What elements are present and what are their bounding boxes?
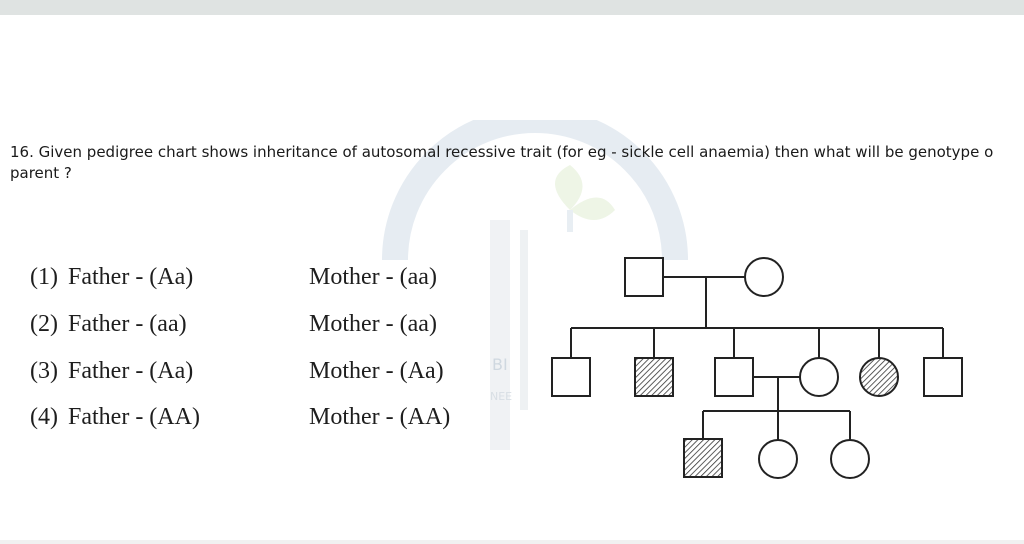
unaffected-female-generation2 [799, 357, 839, 397]
pedigree-lines [570, 276, 944, 440]
unaffected-female-generation3 [830, 439, 870, 479]
unaffected-male-generation2 [551, 357, 591, 397]
option-mother: Mother - (aa) [309, 311, 437, 337]
option-number: (2) [30, 311, 58, 337]
question-text: 16. Given pedigree chart shows inheritan… [10, 142, 1024, 184]
unaffected-male-generation2 [714, 357, 754, 397]
pedigree-nodes [551, 257, 963, 479]
question-line-2: parent ? [10, 164, 72, 182]
unaffected-female-generation3 [758, 439, 798, 479]
unaffected-male-generation2 [923, 357, 963, 397]
unaffected-female-generation1 [744, 257, 784, 297]
question-line-1: 16. Given pedigree chart shows inheritan… [10, 143, 994, 161]
option-number: (1) [30, 264, 58, 290]
option-father: Father - (Aa) [68, 264, 194, 290]
option-number: (3) [30, 358, 58, 384]
option-mother: Mother - (aa) [309, 264, 437, 290]
affected-male-generation2 [634, 357, 674, 397]
option-mother: Mother - (Aa) [309, 358, 444, 384]
option-mother: Mother - (AA) [309, 404, 451, 430]
option-father: Father - (AA) [68, 404, 200, 430]
option-father: Father - (aa) [68, 311, 187, 337]
affected-female-generation2 [859, 357, 899, 397]
unaffected-male-generation1 [624, 257, 664, 297]
option-father: Father - (Aa) [68, 358, 194, 384]
pedigree-chart [551, 257, 963, 479]
watermark-text-bi: BI [492, 355, 508, 374]
bottom-divider [0, 540, 1024, 544]
top-bar [0, 0, 1024, 15]
option-number: (4) [30, 404, 58, 430]
affected-male-generation3 [683, 438, 723, 478]
watermark-text-nee: NEE [490, 390, 512, 403]
